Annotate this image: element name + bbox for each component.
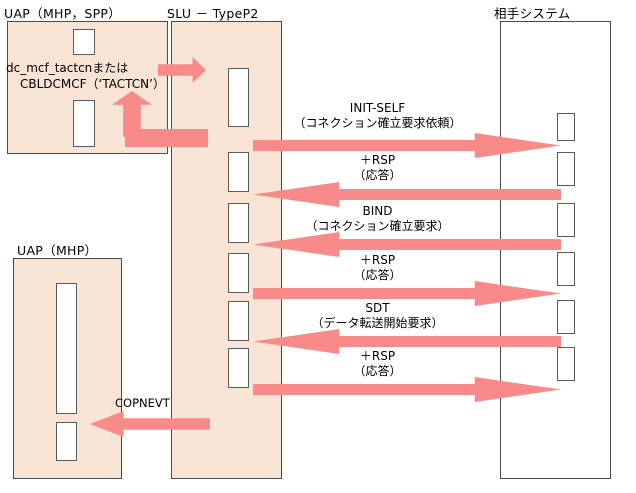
message-line2: （応答） [353, 364, 402, 378]
activation-box-slu-1 [228, 68, 249, 127]
call-label: dc_mcf_tactcnまたは CBLDCMCF（‘TACTCN’） [6, 60, 165, 92]
column-title-remote: 相手システム [494, 6, 571, 21]
message-line1: INIT-SELF [349, 101, 406, 115]
column-title-uap-top: UAP（MHP，SPP） [4, 6, 122, 21]
activation-box-slu-6 [228, 348, 249, 388]
message-line1: ＋RSP [359, 349, 396, 363]
activation-box-slu-3 [228, 203, 249, 243]
message-line1: ＋RSP [359, 253, 396, 267]
activation-box-remote-5 [557, 300, 575, 334]
message-line1: SDT [365, 301, 390, 315]
event-label-copnevt: COPNEVT [115, 396, 170, 410]
message-line1: ＋RSP [359, 153, 396, 167]
message-line1: BIND [362, 204, 393, 218]
activation-box-uap-bottom-2 [56, 422, 77, 461]
activation-box-remote-2 [557, 152, 575, 186]
message-line2: （データ転送開始要求） [311, 316, 444, 330]
message-label-rsp-2: ＋RSP （応答） [253, 253, 502, 283]
message-label-rsp-1: ＋RSP （応答） [253, 153, 502, 183]
call-label-line2: CBLDCMCF（‘TACTCN’） [20, 77, 165, 91]
activation-box-slu-5 [228, 301, 249, 341]
activation-box-remote-6 [557, 347, 575, 381]
message-line2: （コネクション確立要求依頼） [293, 116, 462, 130]
activation-box-uap-top-2 [73, 100, 95, 147]
lifeline-slu [171, 21, 282, 479]
activation-box-slu-2 [228, 152, 249, 192]
column-title-uap-bottom: UAP（MHP） [17, 243, 98, 258]
message-line2: （応答） [353, 168, 402, 182]
activation-box-remote-4 [557, 252, 575, 286]
arrow-slu-to-uap-return-bar [125, 129, 208, 147]
activation-box-uap-top-1 [73, 29, 95, 55]
message-label-rsp-3: ＋RSP （応答） [253, 349, 502, 379]
activation-box-uap-bottom-1 [56, 283, 77, 414]
call-label-line1: dc_mcf_tactcnまたは [6, 61, 129, 75]
message-label-sdt: SDT （データ転送開始要求） [253, 301, 502, 331]
activation-box-slu-4 [228, 253, 249, 293]
message-label-bind: BIND （コネクション確立要求） [253, 204, 502, 234]
message-line2: （コネクション確立要求） [305, 219, 450, 233]
message-line2: （応答） [353, 268, 402, 282]
activation-box-remote-3 [557, 203, 575, 237]
activation-box-remote-1 [557, 113, 575, 141]
message-label-init-self: INIT-SELF （コネクション確立要求依頼） [253, 101, 502, 131]
column-title-slu: SLU － TypeP2 [167, 6, 259, 21]
